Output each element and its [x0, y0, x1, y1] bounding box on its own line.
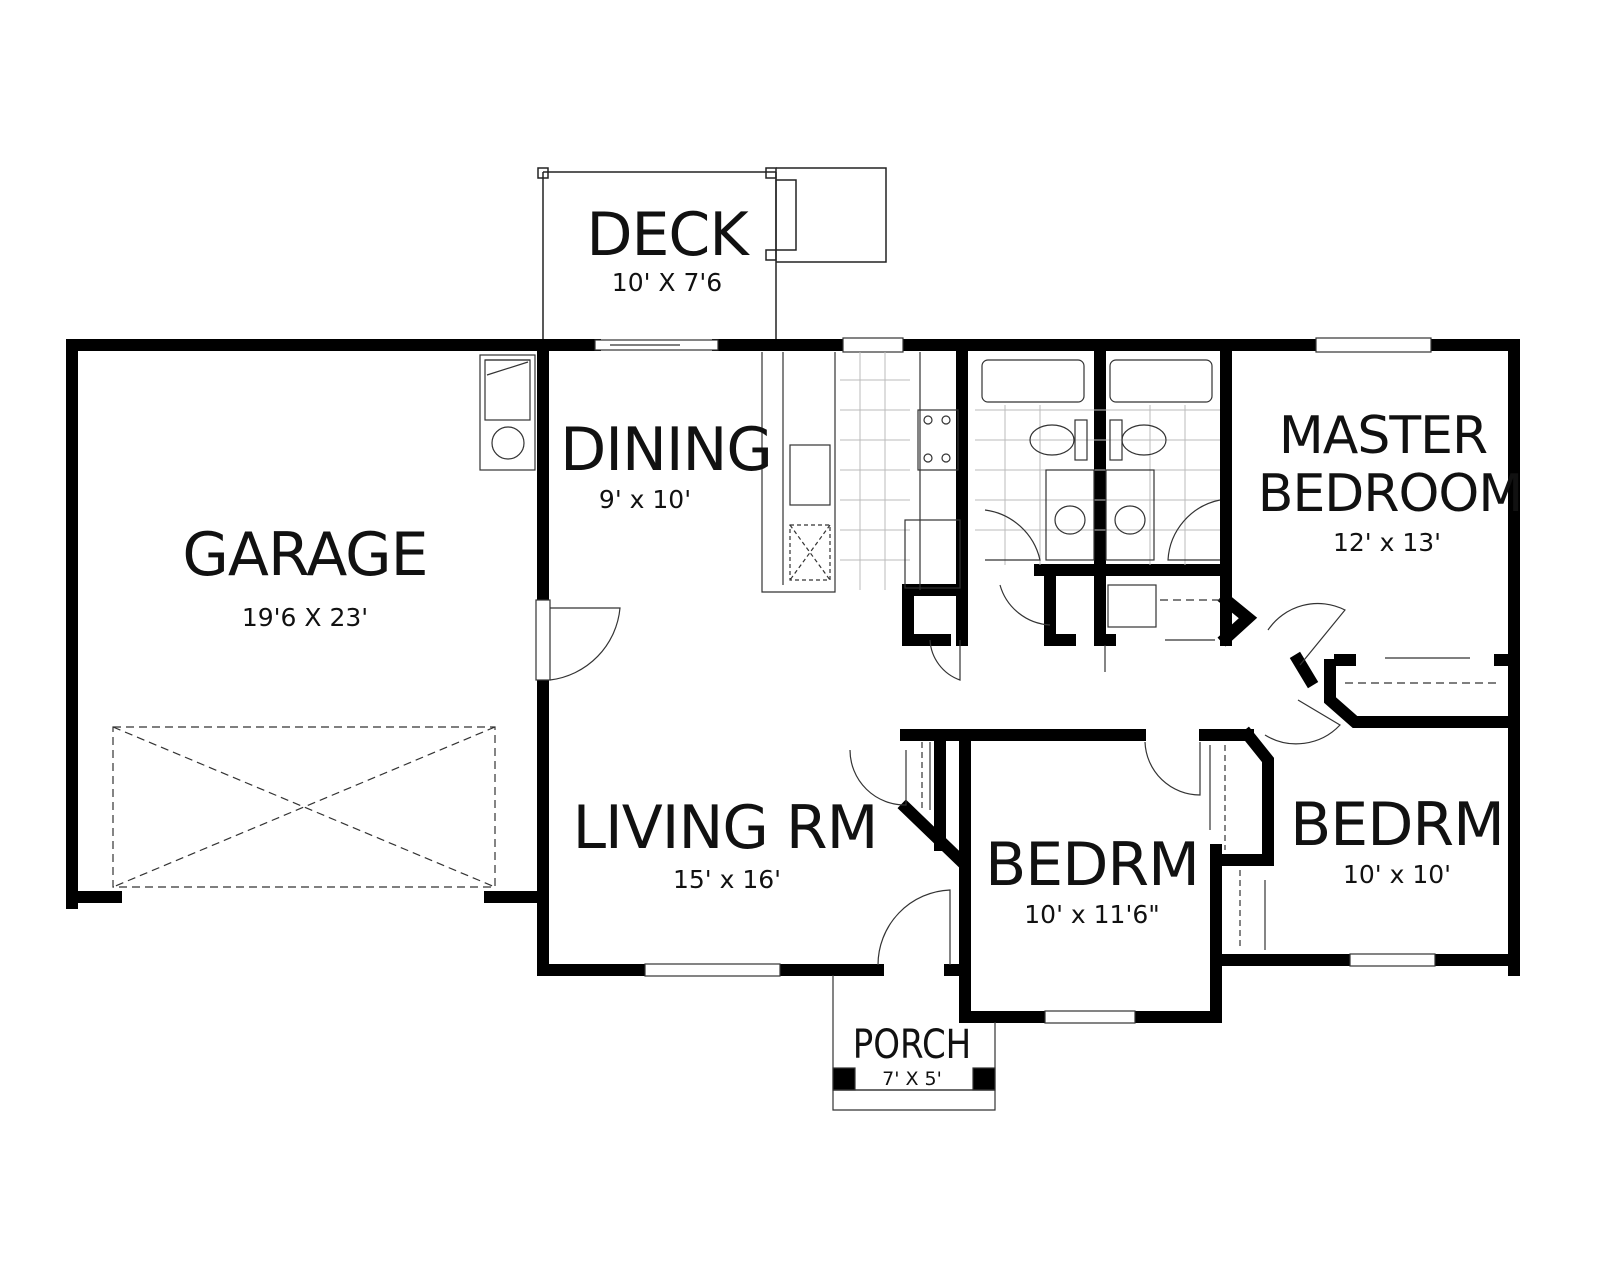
dining-label: DINING: [560, 415, 773, 485]
bedroom-3-label: BEDRM: [1290, 790, 1505, 860]
master-label-line2: BEDROOM: [1257, 464, 1523, 524]
porch-dims: 7' X 5': [882, 1068, 942, 1090]
bedroom-2-dims: 10' x 11'6": [1024, 900, 1160, 929]
garage-dims: 19'6 X 23': [241, 603, 369, 632]
deck: [537, 167, 887, 340]
deck-label: DECK: [586, 200, 748, 270]
garage-label: GARAGE: [182, 520, 428, 590]
bedroom-3-dims: 10' x 10': [1342, 860, 1452, 889]
dining-dims: 9' x 10': [598, 485, 692, 514]
fixtures: [112, 337, 1500, 1111]
porch-label: PORCH: [852, 1022, 972, 1068]
master-label-line1: MASTER: [1278, 406, 1488, 466]
bedroom-2-label: BEDRM: [985, 830, 1200, 900]
master-dims: 12' x 13': [1332, 528, 1442, 557]
deck-dims: 10' X 7'6: [611, 268, 723, 297]
living-room-dims: 15' x 16': [672, 865, 782, 894]
living-room-label: LIVING RM: [572, 793, 879, 863]
